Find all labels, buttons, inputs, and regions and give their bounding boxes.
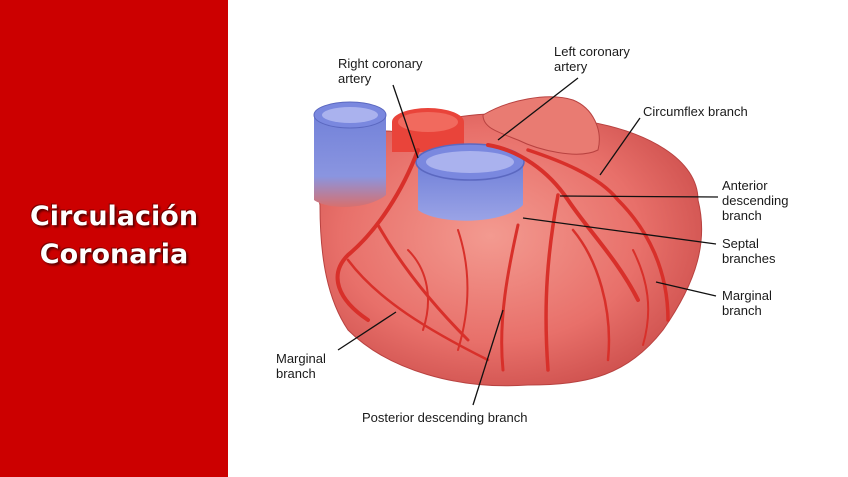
- slide-title: Circulación Coronaria: [0, 198, 228, 274]
- label-posterior-descending-branch: Posterior descending branch: [362, 410, 528, 425]
- label-right-coronary-artery: Right coronary artery: [338, 56, 423, 86]
- label-marginal-branch-left: Marginal branch: [276, 351, 326, 381]
- label-anterior-descending-branch: Anterior descending branch: [722, 178, 789, 223]
- label-marginal-branch-right: Marginal branch: [722, 288, 772, 318]
- label-left-coronary-artery: Left coronary artery: [554, 44, 630, 74]
- slide-title-line-2: Coronaria: [0, 236, 228, 274]
- heart-diagram: Right coronary artery Left coronary arte…: [228, 0, 848, 477]
- title-panel: Circulación Coronaria: [0, 0, 228, 477]
- slide-title-line-1: Circulación: [0, 198, 228, 236]
- label-septal-branches: Septal branches: [722, 236, 775, 266]
- label-circumflex-branch: Circumflex branch: [643, 104, 748, 119]
